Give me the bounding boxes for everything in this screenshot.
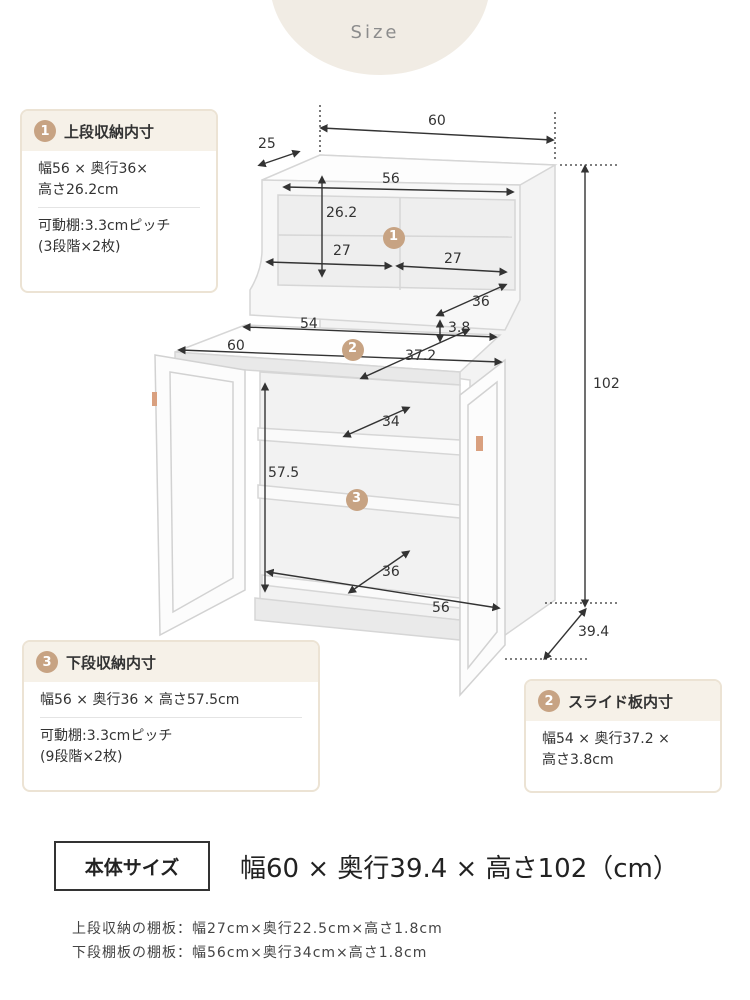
size-header-label: Size <box>350 22 400 43</box>
door-handle-right <box>476 436 483 451</box>
dim-top-width: 60 <box>428 113 446 129</box>
marker-2-label: 2 <box>348 341 358 356</box>
marker-3 <box>346 489 368 511</box>
lower-storage-line3: (9段階×2枚) <box>40 749 123 765</box>
body-size-value: 幅60 × 奥行39.4 × 高さ102（cm） <box>240 854 679 884</box>
upper-storage-line2: 高さ26.2cm <box>38 182 119 198</box>
slide-board-badge: 2 <box>538 690 560 712</box>
dim-upper-depth: 36 <box>472 294 490 310</box>
upper-storage-line3: 可動棚:3.3cmピッチ <box>38 218 171 234</box>
upper-storage-card-header: 1 上段収納内寸 <box>22 111 216 151</box>
upper-storage-line1: 幅56 × 奥行36× <box>38 161 148 177</box>
marker-1 <box>383 227 405 249</box>
marker-3-label: 3 <box>352 491 362 506</box>
slide-board-card: 2 スライド板内寸 幅54 × 奥行37.2 × 高さ3.8cm <box>524 679 722 793</box>
dim-base-depth: 39.4 <box>578 624 610 640</box>
slide-board-line1: 幅54 × 奥行37.2 × <box>542 731 670 747</box>
marker-1-label: 1 <box>389 229 399 244</box>
upper-shelf-note: 上段収納の棚板：幅27cm×奥行22.5cm×高さ1.8cm <box>72 921 443 937</box>
dim-slide-height: 3.8 <box>448 320 471 336</box>
divider <box>38 207 200 208</box>
dim-top-depth: 25 <box>258 136 276 152</box>
dim-lower-width: 56 <box>432 600 450 616</box>
lower-storage-line1: 幅56 × 奥行36 × 高さ57.5cm <box>40 692 240 708</box>
dim-upper-right-width: 27 <box>444 251 462 267</box>
marker-2 <box>342 339 364 361</box>
dim-lower-shelf-depth: 34 <box>382 414 400 430</box>
upper-storage-card: 1 上段収納内寸 幅56 × 奥行36× 高さ26.2cm 可動棚:3.3cmピ… <box>20 109 218 293</box>
lower-storage-title: 下段収納内寸 <box>66 653 157 672</box>
upper-storage-line4: (3段階×2枚) <box>38 239 121 255</box>
dimension-lines <box>177 124 590 661</box>
dim-upper-height: 26.2 <box>326 205 358 221</box>
slide-board-card-header: 2 スライド板内寸 <box>526 681 720 721</box>
upper-storage-title: 上段収納内寸 <box>64 122 155 141</box>
upper-storage-badge: 1 <box>34 120 56 142</box>
lower-storage-badge: 3 <box>36 651 58 673</box>
divider <box>40 717 302 718</box>
dim-lower-depth: 36 <box>382 564 400 580</box>
dotted-guides <box>319 105 620 660</box>
body-size-label: 本体サイズ <box>54 841 210 891</box>
slide-board-title: スライド板内寸 <box>568 692 674 711</box>
dim-total-height: 102 <box>593 376 620 392</box>
dim-slide-depth: 37.2 <box>405 348 437 364</box>
dim-upper-left-width: 27 <box>333 243 351 259</box>
door-handle-left <box>152 392 157 406</box>
dim-slide-width: 54 <box>300 316 318 332</box>
lower-storage-card: 3 下段収納内寸 幅56 × 奥行36 × 高さ57.5cm 可動棚:3.3cm… <box>22 640 320 792</box>
lower-storage-card-header: 3 下段収納内寸 <box>24 642 318 682</box>
dim-upper-inner-width: 56 <box>382 171 400 187</box>
lower-storage-line2: 可動棚:3.3cmピッチ <box>40 728 173 744</box>
lower-shelf-note: 下段棚板の棚板：幅56cm×奥行34cm×高さ1.8cm <box>72 945 428 961</box>
dim-slide-extend: 60 <box>227 338 245 354</box>
slide-board-line2: 高さ3.8cm <box>542 752 614 768</box>
dim-lower-height: 57.5 <box>268 465 300 481</box>
